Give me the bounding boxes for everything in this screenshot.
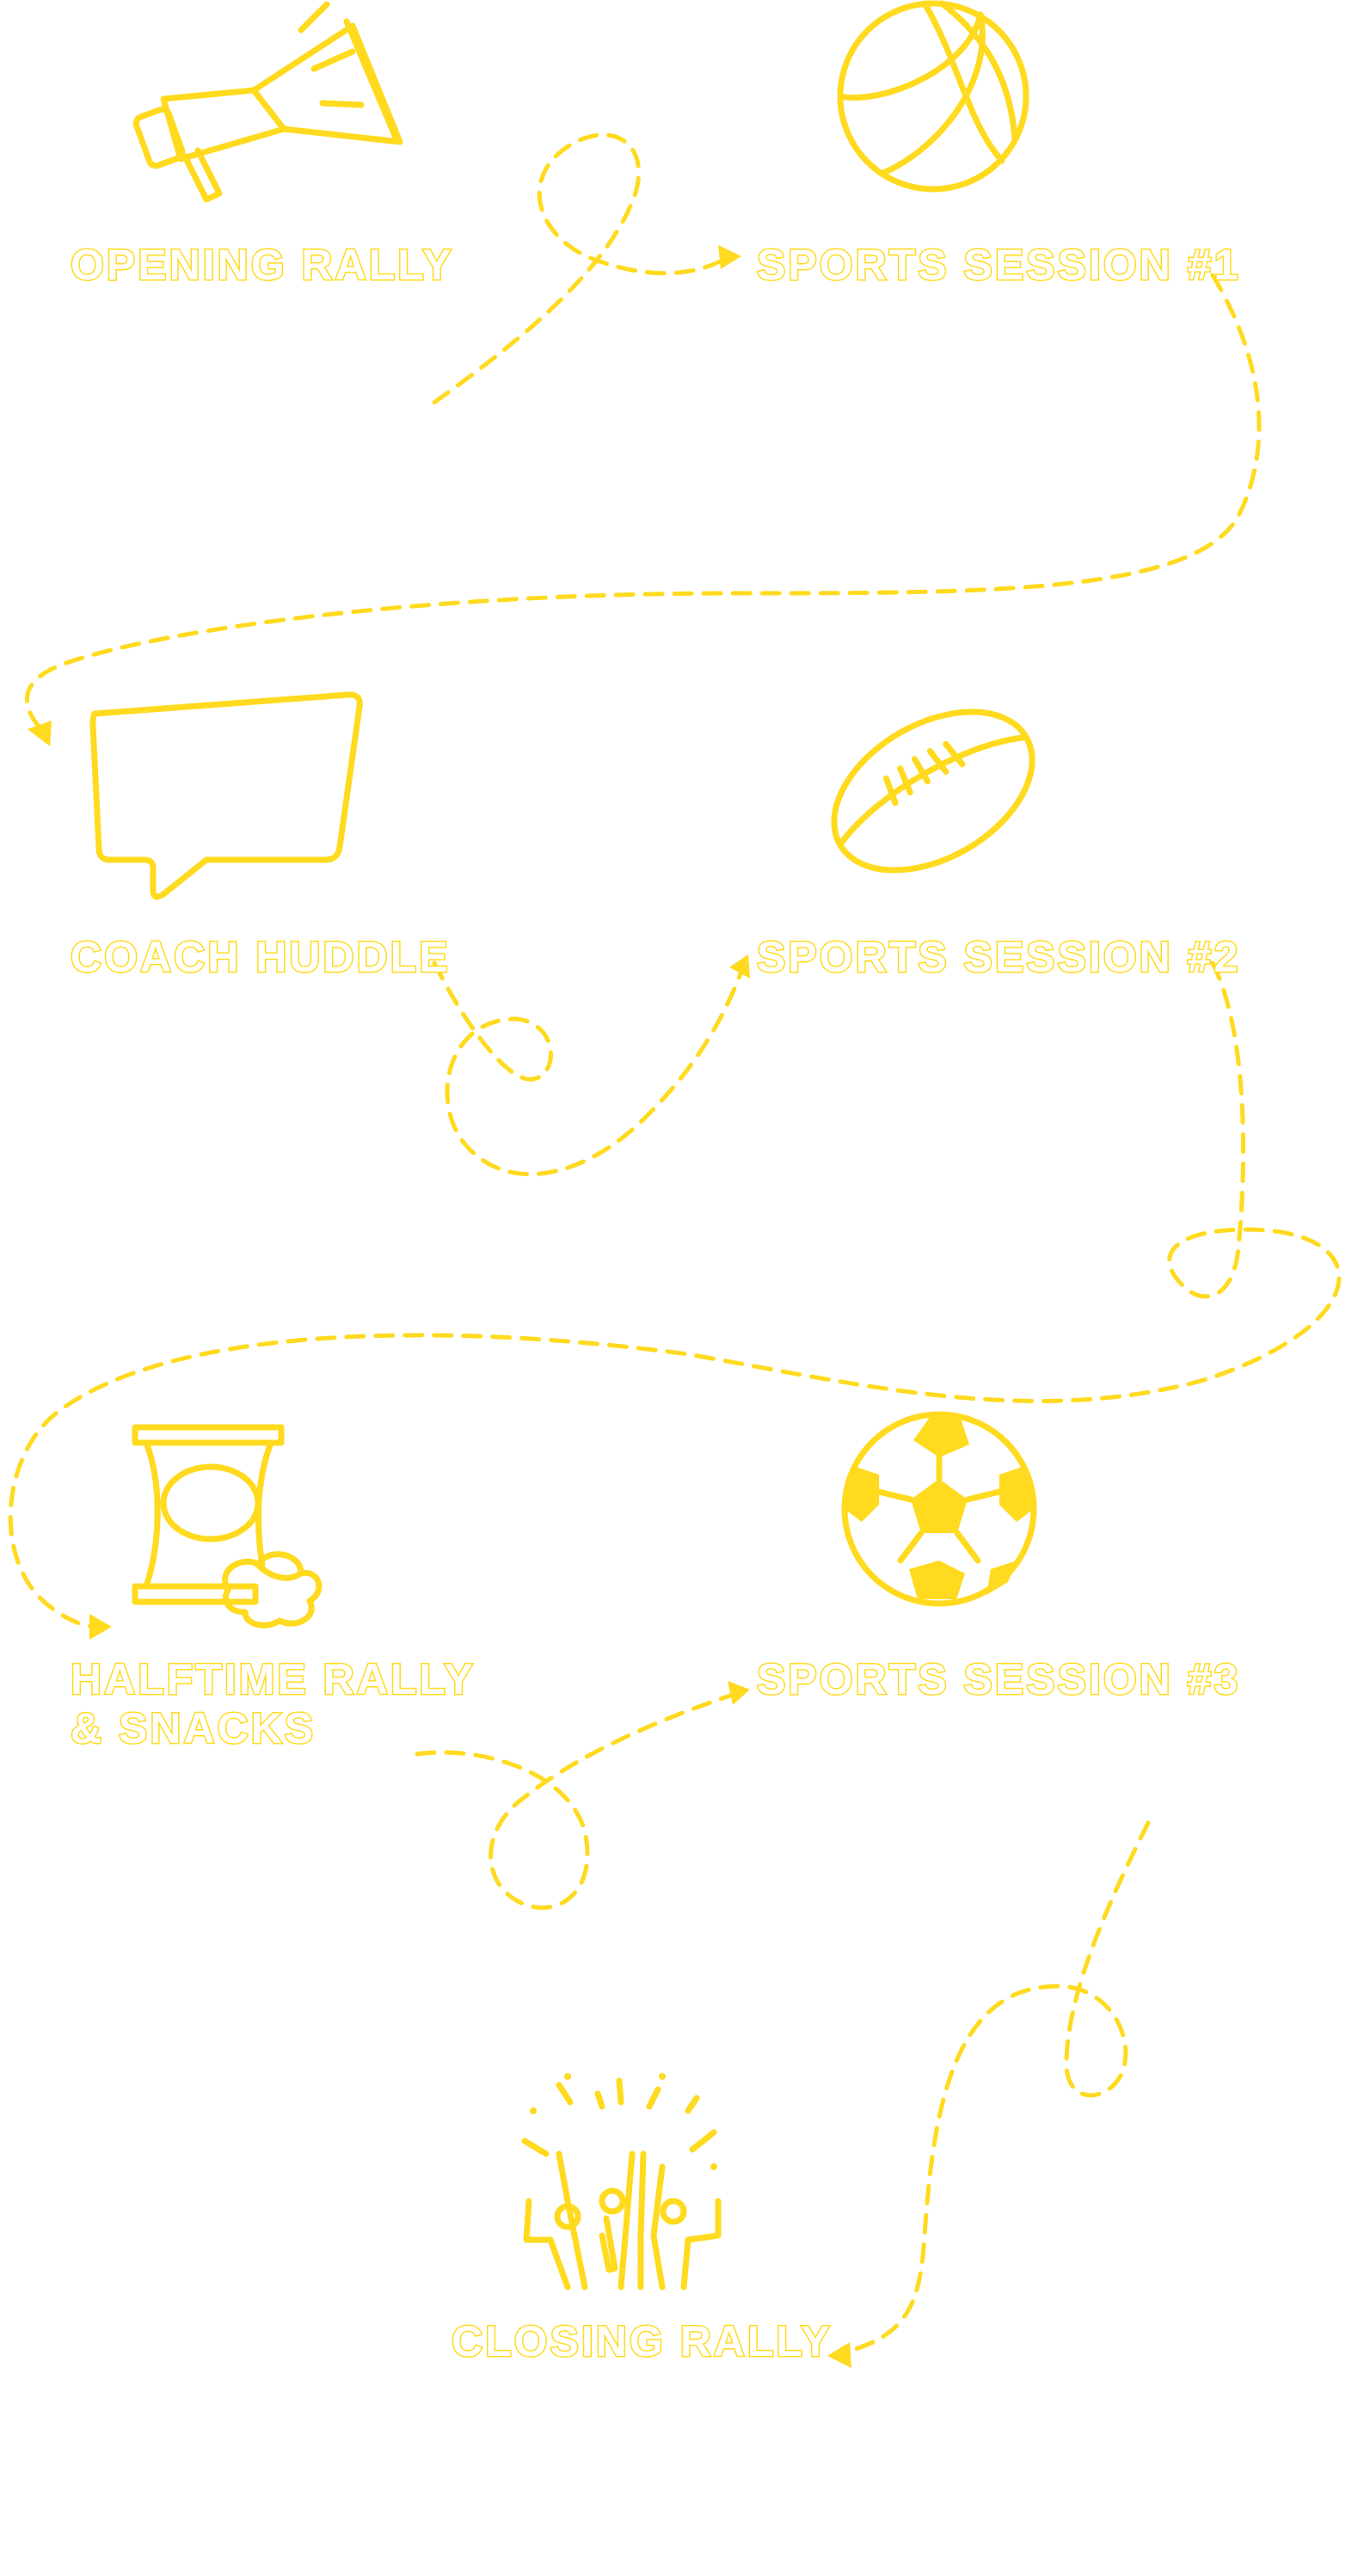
arrow-head-3	[729, 954, 750, 978]
step-label-sports-session-1: SPORTS SESSION #1	[757, 241, 1240, 289]
step-label-closing-rally: CLOSING RALLY	[452, 2317, 833, 2365]
step-label-sports-session-2: SPORTS SESSION #2	[757, 933, 1240, 981]
arrow-head-1	[718, 245, 741, 269]
cheering-crowd-icon	[521, 2073, 722, 2291]
connector-3	[432, 960, 744, 1177]
football-icon	[831, 708, 1036, 874]
arrow-head-5	[728, 1681, 750, 1705]
megaphone-icon	[132, 1, 403, 203]
arrow-head-6	[827, 2342, 851, 2368]
step-label-sports-session-3: SPORTS SESSION #3	[757, 1655, 1240, 1703]
step-label-coach-huddle: COACH HUDDLE	[71, 933, 451, 981]
arrow-head-4	[89, 1614, 112, 1640]
speech-bubble-icon	[89, 691, 363, 900]
connector-6	[845, 1820, 1151, 2354]
step-label-halftime-line1: HALFTIME RALLY	[71, 1655, 476, 1703]
basketball-icon	[837, 0, 1029, 193]
step-label-halftime-line2: & SNACKS	[71, 1704, 316, 1752]
connector-1	[432, 132, 729, 405]
arrow-head-2	[28, 721, 52, 746]
soccer-ball-icon	[841, 1411, 1037, 1607]
connector-2	[24, 273, 1262, 729]
chips-bag-icon	[132, 1424, 323, 1628]
step-label-opening-rally: OPENING RALLY	[71, 241, 454, 289]
dashed-connectors	[8, 132, 1342, 2368]
connector-4	[8, 960, 1342, 1629]
connector-5	[415, 1691, 738, 1911]
